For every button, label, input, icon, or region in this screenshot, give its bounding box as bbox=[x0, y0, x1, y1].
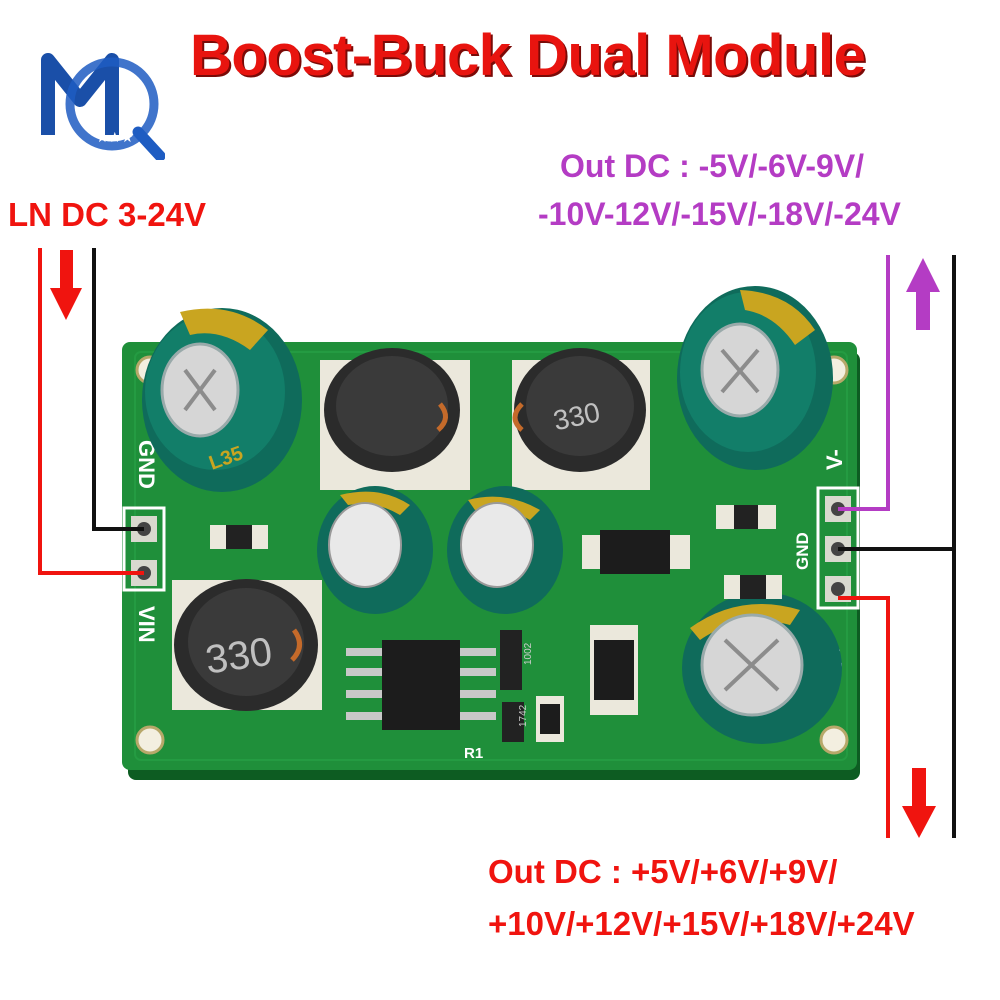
smd-code-1: 1002 bbox=[523, 642, 534, 665]
silk-r1: R1 bbox=[464, 745, 483, 762]
capacitor-middle-left bbox=[317, 486, 433, 614]
positive-output-label: Out DC : +5V/+6V/+9V/ +10V/+12V/+15V/+18… bbox=[488, 846, 915, 950]
page-title: Boost-Buck Dual Module bbox=[190, 23, 866, 88]
mount-hole bbox=[819, 725, 849, 755]
input-vin-wire bbox=[38, 248, 144, 575]
v-plus-wire bbox=[838, 596, 890, 838]
positive-output-line-2: +10V/+12V/+15V/+18V/+24V bbox=[488, 905, 915, 942]
svg-text:★★★: ★★★ bbox=[96, 130, 134, 146]
negative-output-arrow-up bbox=[906, 258, 940, 330]
inductor-bottom-left: 330 bbox=[172, 579, 322, 711]
ic-chip bbox=[346, 640, 496, 730]
right-pins bbox=[825, 496, 851, 602]
inductor-top-right: 330 bbox=[512, 348, 650, 490]
input-voltage-label: LN DC 3-24V bbox=[8, 196, 207, 233]
silk-vin: VIN bbox=[134, 606, 159, 643]
capacitor-top-left: L35 bbox=[142, 308, 302, 492]
v-minus-wire bbox=[838, 255, 890, 511]
mount-hole bbox=[135, 725, 165, 755]
inductor-top-left bbox=[320, 348, 470, 490]
negative-output-line-2: -10V-12V/-15V/-18V/-24V bbox=[538, 196, 901, 232]
silk-gnd-right: GND bbox=[793, 532, 812, 570]
capacitor-bottom-right bbox=[682, 592, 842, 744]
smd-components: 1002 1742 bbox=[210, 505, 782, 742]
input-gnd-wire bbox=[92, 248, 144, 531]
gnd-output-wire bbox=[838, 255, 956, 838]
input-arrow-down bbox=[50, 250, 82, 320]
smd-code-2: 1742 bbox=[518, 704, 529, 727]
capacitor-middle-right bbox=[447, 486, 563, 614]
positive-output-line-1: Out DC : +5V/+6V/+9V/ bbox=[488, 853, 838, 890]
negative-output-label: Out DC : -5V/-6V-9V/ -10V-12V/-15V/-18V/… bbox=[538, 142, 901, 238]
inductor-left-code: 330 bbox=[203, 630, 275, 683]
negative-output-line-1: Out DC : -5V/-6V-9V/ bbox=[560, 148, 865, 184]
capacitor-top-right bbox=[677, 286, 833, 470]
positive-output-arrow-down bbox=[902, 768, 936, 838]
brand-logo: ★★★ bbox=[41, 53, 165, 160]
silk-v-minus: V- bbox=[822, 449, 847, 470]
